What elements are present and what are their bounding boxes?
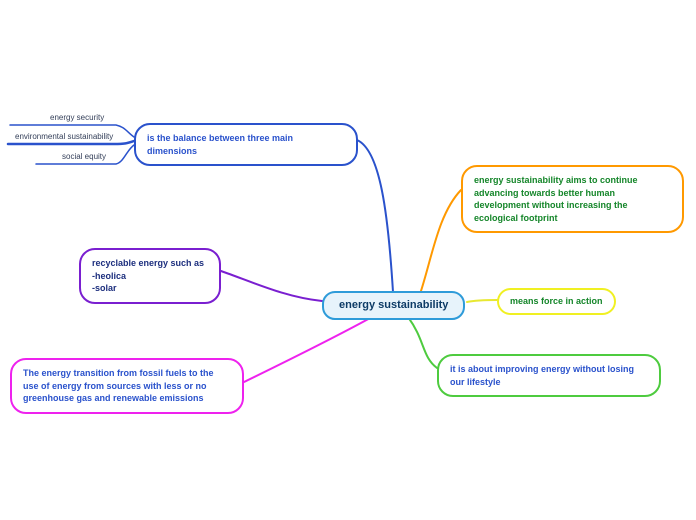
connector-subtopic-energy-security <box>9 124 135 138</box>
branch-recyclable-energy[interactable]: recyclable energy such as -heolica -sola… <box>79 248 221 304</box>
connector-aims <box>419 189 462 295</box>
branch-lifestyle[interactable]: it is about improving energy without los… <box>437 354 661 398</box>
connector-subtopic-social-equity <box>35 144 135 165</box>
branch-force-in-action[interactable]: means force in action <box>497 288 616 315</box>
connector-transition <box>243 316 373 383</box>
subtopic-social-equity[interactable]: social equity <box>62 152 107 161</box>
subtopic-environmental-sustainability[interactable]: environmental sustainability <box>15 132 114 141</box>
branch-three-dimensions[interactable]: is the balance between three main dimens… <box>134 123 358 167</box>
connector-lifestyle <box>407 316 438 369</box>
connector-force <box>466 299 498 303</box>
branch-aims[interactable]: energy sustainability aims to continue a… <box>461 165 684 234</box>
central-topic-energy-sustainability[interactable]: energy sustainability <box>322 291 466 321</box>
branch-energy-transition[interactable]: The energy transition from fossil fuels … <box>10 358 244 414</box>
subtopic-energy-security[interactable]: energy security <box>50 113 105 122</box>
connector-subtopic-environmental-sustainability <box>6 139 136 146</box>
connector-recyclable <box>220 270 323 302</box>
connector-dimensions <box>356 139 394 293</box>
